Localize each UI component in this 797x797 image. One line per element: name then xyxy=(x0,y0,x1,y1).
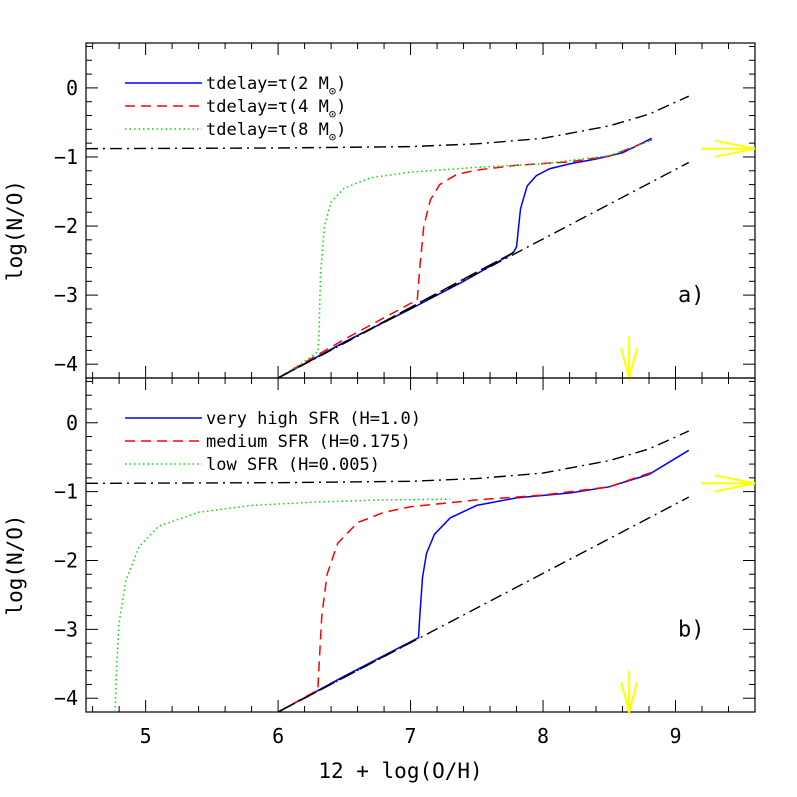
x-tick-label: 6 xyxy=(272,724,284,748)
reference-line xyxy=(277,251,515,378)
y-tick-label: −2 xyxy=(54,214,78,238)
legend-label: tdelay=τ(2 M⊙) xyxy=(206,74,346,98)
reference-line xyxy=(86,430,690,485)
panel-tag: a) xyxy=(678,283,705,308)
down-arrow-head xyxy=(620,681,639,716)
x-tick-label: 8 xyxy=(537,724,549,748)
y-tick-label: −4 xyxy=(54,352,78,376)
x-tick-label: 9 xyxy=(669,724,681,748)
x-tick-label: 7 xyxy=(405,724,417,748)
x-axis-title: 12 + log(O/H) xyxy=(318,759,482,783)
x-tick-label: 5 xyxy=(140,724,152,748)
series-group xyxy=(86,95,690,378)
y-tick-label: −3 xyxy=(54,617,78,641)
series-line-2 xyxy=(277,471,652,712)
series-line-3 xyxy=(277,139,652,378)
legend-label: tdelay=τ(4 M⊙) xyxy=(206,97,346,121)
reference-line xyxy=(277,637,421,712)
y-axis-title-b: log(N/O) xyxy=(3,514,27,615)
right-arrow-head xyxy=(714,474,756,493)
y-tick-label: −1 xyxy=(54,145,78,169)
panel-a: 0 −1 −2 −3 −4 tdelay=τ(2 M⊙)tdelay=τ(4 M⊙)tde… xyxy=(54,42,756,382)
panel-b: 0 −1 −2 −3 −4 very high SFR (H=1.0) medium SFR… xyxy=(54,377,756,716)
legend-label: low SFR (H=0.005) xyxy=(206,455,380,475)
legend-label: tdelay=τ(8 M⊙) xyxy=(206,120,346,144)
y-tick-label: 0 xyxy=(66,76,78,100)
y-tick-label: 0 xyxy=(66,411,78,435)
y-tick-label: −4 xyxy=(54,686,78,710)
legend-label: medium SFR (H=0.175) xyxy=(206,432,411,452)
plot-frame xyxy=(85,377,756,713)
panel-tag: b) xyxy=(678,617,705,642)
y-tick-label: −2 xyxy=(54,548,78,572)
right-arrow-head xyxy=(714,139,756,158)
y-axis-title-a: log(N/O) xyxy=(3,180,27,281)
reference-line xyxy=(86,95,690,150)
legend-label: very high SFR (H=1.0) xyxy=(206,409,421,429)
y-tick-label: −1 xyxy=(54,480,78,504)
series-group xyxy=(86,430,690,712)
y-tick-label: −3 xyxy=(54,283,78,307)
